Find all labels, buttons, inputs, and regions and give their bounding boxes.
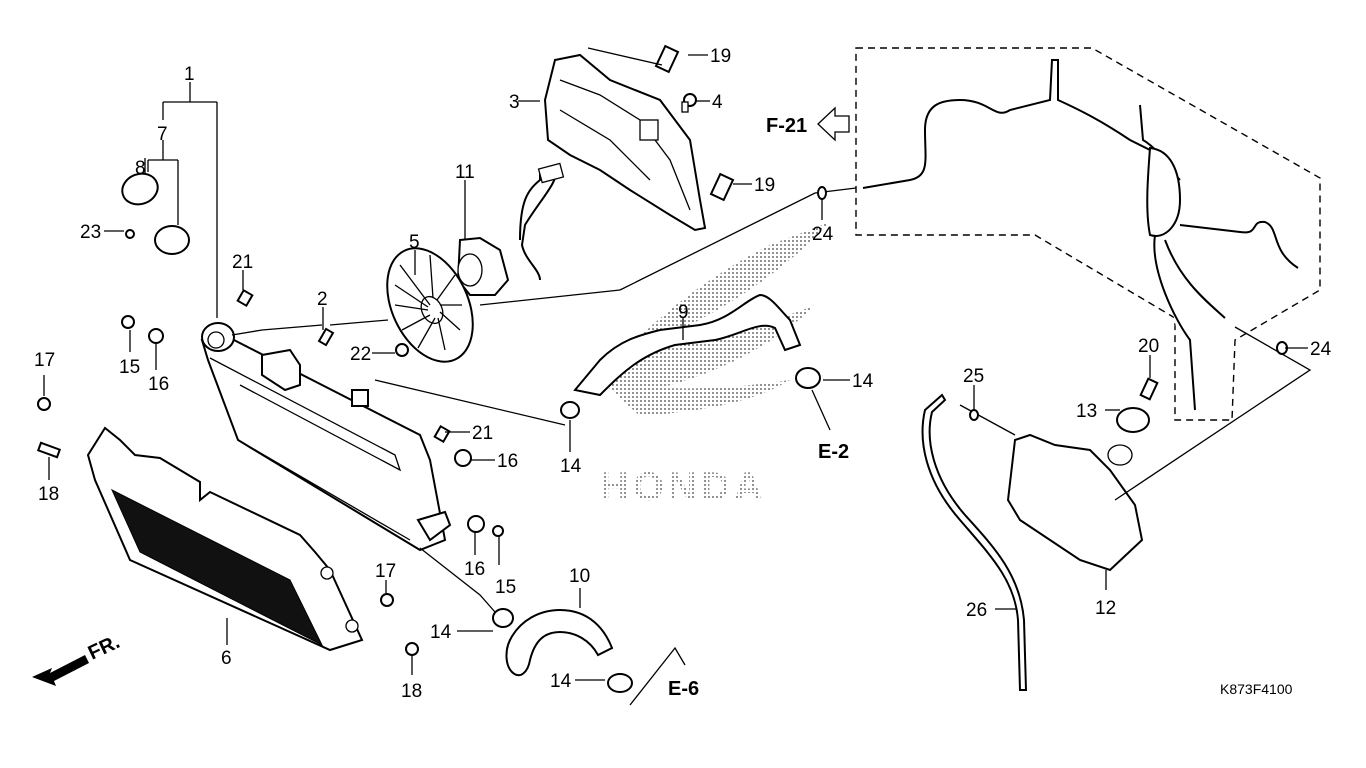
clamp-14-upper-left	[560, 401, 580, 419]
grommet-16-lower	[467, 515, 485, 533]
callout-16-mid: 16	[497, 451, 518, 472]
callout-3: 3	[509, 92, 520, 113]
callout-19-bottom: 19	[754, 175, 775, 196]
clamp-14-lower-right	[607, 673, 633, 693]
callout-24-lower: 24	[1310, 339, 1332, 360]
callout-7: 7	[157, 124, 168, 145]
bolt-19-top	[654, 44, 680, 74]
nut-22	[395, 343, 409, 357]
callout-18-lower: 18	[401, 681, 422, 702]
diagram-code: K873F4100	[1220, 681, 1293, 697]
screw-23	[125, 229, 135, 239]
cap-plate-8	[121, 172, 159, 206]
front-label: FR.	[85, 631, 123, 665]
fan-motor	[456, 236, 510, 296]
callout-16-lower: 16	[464, 559, 485, 580]
callout-24-upper: 24	[812, 224, 834, 245]
front-direction-indicator: FR.	[32, 631, 123, 686]
callout-19-top: 19	[710, 46, 731, 67]
reserve-tank	[1006, 433, 1144, 572]
callout-22: 22	[350, 344, 371, 365]
callout-17-upper: 17	[34, 350, 55, 371]
callout-5: 5	[409, 232, 420, 253]
lower-radiator-hose	[505, 608, 614, 677]
radiator-grille-cover	[86, 426, 364, 652]
bolt-17-lower	[380, 593, 394, 607]
callout-14-center: 14	[560, 456, 582, 477]
callout-labels: 1 7 8 23 21 2 22 5 11 3 4 19 19 24 9 14 …	[34, 46, 1332, 702]
callout-21-upper: 21	[232, 252, 253, 273]
callout-17-lower: 17	[375, 561, 396, 582]
upper-radiator-hose	[573, 293, 802, 397]
callout-2: 2	[317, 289, 328, 310]
callout-14-right: 14	[852, 371, 874, 392]
clip-24-upper	[817, 186, 827, 200]
callout-9: 9	[678, 302, 689, 323]
fan-shroud	[543, 53, 707, 232]
f21-reference: F-21	[766, 106, 850, 142]
collar-15-lower	[492, 525, 504, 537]
callout-18-upper: 18	[38, 484, 59, 505]
leader-lines	[43, 47, 1308, 706]
callout-21-lower: 21	[472, 423, 493, 444]
radiator-cap-7	[154, 225, 190, 255]
callout-25: 25	[963, 366, 984, 387]
grommet-16-upper	[148, 328, 164, 344]
callout-1: 1	[184, 64, 195, 85]
bolt-19-bottom	[709, 172, 735, 202]
bolt-17-upper	[37, 397, 51, 411]
nut-21-upper	[236, 288, 254, 308]
grommet-16-mid	[454, 449, 472, 467]
fan-motor-wire	[519, 169, 557, 281]
callout-11: 11	[455, 162, 475, 183]
callout-15-lower: 15	[495, 577, 516, 598]
clip-2	[317, 327, 335, 347]
collar-15-upper	[121, 315, 135, 329]
f21-label: F-21	[766, 115, 807, 137]
hose-assembly-frame	[855, 47, 1321, 421]
bolt-20	[1139, 377, 1159, 401]
clip-25	[969, 409, 979, 421]
callout-6: 6	[221, 648, 232, 669]
callout-23: 23	[80, 222, 101, 243]
callout-14-lower-left: 14	[430, 622, 452, 643]
cooling-fan	[386, 247, 474, 363]
callout-12: 12	[1095, 598, 1116, 619]
honda-watermark: HONDA	[600, 222, 830, 509]
callout-8: 8	[135, 158, 146, 179]
callout-20: 20	[1138, 336, 1159, 357]
watermark-text: HONDA	[600, 465, 767, 509]
e2-reference: E-2	[818, 441, 849, 463]
overflow-hose	[921, 393, 1028, 691]
bolt-18-upper	[36, 441, 62, 459]
radiator	[200, 322, 452, 552]
arrow-front-icon	[32, 655, 89, 686]
callout-4: 4	[712, 92, 723, 113]
reserve-tank-cap	[1116, 407, 1150, 433]
reserve-hose-assembly	[862, 59, 1299, 411]
callout-26: 26	[966, 600, 987, 621]
callout-14-lower-right: 14	[550, 671, 572, 692]
callout-13: 13	[1076, 401, 1097, 422]
e6-reference: E-6	[668, 678, 699, 700]
callout-10: 10	[569, 566, 590, 587]
callout-15-upper: 15	[119, 357, 140, 378]
arrow-left-icon	[817, 106, 850, 142]
bolt-18-lower	[405, 642, 419, 656]
callout-16-upper: 16	[148, 374, 169, 395]
nut-21-lower	[433, 424, 451, 444]
clamp-14-lower-left	[492, 608, 514, 628]
clamp-14-upper-right	[795, 367, 821, 389]
screw-4	[681, 93, 697, 113]
